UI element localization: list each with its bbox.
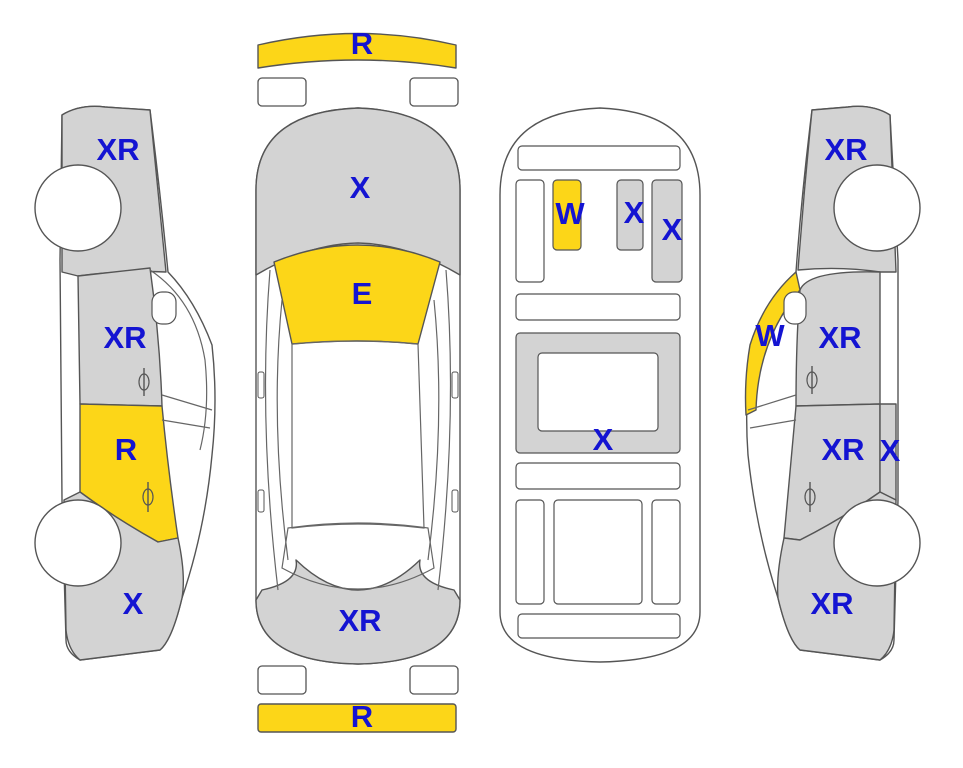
top-view <box>255 32 461 733</box>
right-mirror-top <box>451 371 459 399</box>
label-left-rear-quarter: X <box>123 586 144 621</box>
label-trunk: XR <box>338 603 381 638</box>
label-right-rear-quarter: XR <box>810 586 853 621</box>
label-right-front-door: XR <box>818 320 861 355</box>
label-left-rear-door: R <box>115 432 137 467</box>
left-mirror <box>151 291 177 325</box>
front-left-light <box>257 77 307 107</box>
left-side-line <box>264 269 279 591</box>
left-side-view <box>34 105 216 661</box>
left-window-curve <box>149 269 208 451</box>
label-left-front-fender: XR <box>96 132 139 167</box>
floor-rear-right <box>651 499 681 605</box>
rear-left-light <box>257 665 307 695</box>
right-side-view <box>744 105 921 661</box>
floor-rear-center <box>553 499 643 605</box>
right-handle-top <box>451 489 459 513</box>
right-window-inner <box>747 394 797 429</box>
left-mirror-top <box>257 371 265 399</box>
right-rear-door-handle <box>804 482 816 512</box>
floor-end-bar <box>517 613 681 639</box>
front-bumper-panel[interactable] <box>257 32 457 69</box>
label-floor-rail-right: X <box>662 212 683 247</box>
label-right-front-fender: XR <box>824 132 867 167</box>
hood-panel[interactable] <box>255 107 461 276</box>
left-window-inner <box>161 394 213 429</box>
label-rear-bumper: R <box>351 699 373 734</box>
label-windshield: E <box>352 276 373 311</box>
damage-labels: R R X E XR XR XR R X XR W XR XR X XR W X… <box>96 26 900 734</box>
floor-center-inner <box>537 352 659 432</box>
right-front-wheel <box>833 164 921 252</box>
left-rear-door-handle <box>142 482 154 512</box>
floor-rear-left <box>515 499 545 605</box>
label-left-front-door: XR <box>103 320 146 355</box>
label-right-rear-door-edge: X <box>880 433 901 468</box>
right-front-door-handle <box>806 366 818 394</box>
front-right-light <box>409 77 459 107</box>
floor-rear-bar <box>515 462 681 490</box>
floor-rail-right-panel[interactable] <box>651 179 683 283</box>
trunk-panel[interactable] <box>255 559 461 665</box>
left-front-door-handle <box>138 368 150 396</box>
floor-seat-pan-panel[interactable] <box>552 179 582 251</box>
floor-view <box>499 107 701 663</box>
rear-bumper-panel[interactable] <box>257 703 457 733</box>
label-floor-seat-pan: W <box>555 196 585 231</box>
left-rear-wheel <box>34 499 122 587</box>
rear-right-light <box>409 665 459 695</box>
left-front-wheel <box>34 164 122 252</box>
floor-left-rail <box>515 179 545 283</box>
left-side-line-inner <box>276 299 289 561</box>
label-front-bumper: R <box>351 26 373 61</box>
label-floor-center-section: X <box>593 422 614 457</box>
label-floor-rail-center: X <box>624 195 645 230</box>
floor-front-bar <box>517 145 681 171</box>
floor-rail-center-panel[interactable] <box>616 179 644 251</box>
right-side-line <box>437 269 452 591</box>
right-side-line-inner <box>427 299 440 561</box>
left-handle-top <box>257 489 265 513</box>
rear-window-outline <box>281 522 435 590</box>
right-rear-wheel <box>833 499 921 587</box>
label-right-a-pillar: W <box>755 318 785 353</box>
label-hood: X <box>350 170 371 205</box>
label-right-rear-door: XR <box>821 432 864 467</box>
floor-middle-bar <box>515 293 681 321</box>
right-mirror <box>783 291 807 325</box>
